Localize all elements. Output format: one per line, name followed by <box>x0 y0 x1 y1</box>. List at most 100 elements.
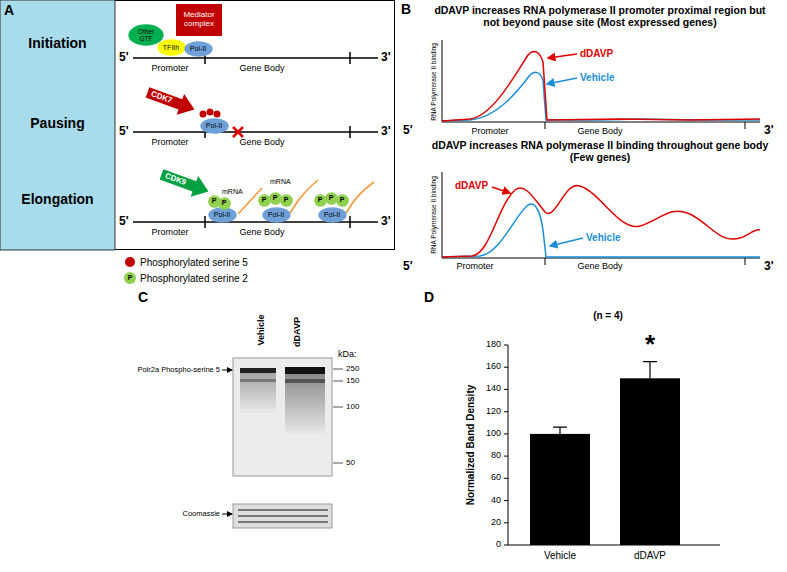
blot-band <box>285 367 325 374</box>
label-text: Gene Body <box>239 138 284 148</box>
ellipse-shape <box>262 207 290 223</box>
node-text: Other GTF <box>136 28 156 42</box>
bar <box>530 434 590 545</box>
label-text: Vehicle <box>544 550 576 561</box>
label-text: Promoter <box>456 262 493 272</box>
label-text: P <box>128 274 133 282</box>
plot-axes <box>442 40 760 122</box>
vehicle-trace <box>442 72 760 121</box>
label-text: C <box>138 290 148 305</box>
phospho-ser5-dot <box>207 109 214 116</box>
pointer-arrow <box>547 78 577 84</box>
phospho-ser5-dot <box>214 111 221 118</box>
label-text: 20 <box>491 518 501 528</box>
blot-band <box>240 368 276 373</box>
bar <box>620 378 680 545</box>
arrow-shape <box>158 164 213 202</box>
phospho-circle: P <box>314 194 327 207</box>
label-text: mRNA <box>270 178 291 186</box>
label-text: 250 <box>346 365 359 374</box>
rect-shape <box>0 0 115 250</box>
node-text: P <box>284 196 289 204</box>
label-text: Promoter <box>151 138 188 148</box>
coomassie-strip <box>233 504 332 528</box>
label-text: dDAVP <box>293 317 303 347</box>
mediator-box: Mediator complex <box>176 4 222 36</box>
label-text: 160 <box>486 362 501 372</box>
node-text: Initiation <box>0 36 115 51</box>
label-text: 40 <box>491 496 501 506</box>
label-text: 60 <box>491 473 501 483</box>
ladder-marks <box>333 369 343 463</box>
label-text: mRNA <box>222 188 243 196</box>
node-text: Pol-II <box>214 211 230 219</box>
boundary-ticks <box>205 52 350 228</box>
label-text: 3' <box>381 125 391 138</box>
polymerase-ellipse: Pol-II <box>262 207 291 223</box>
ellipse-shape <box>314 194 327 207</box>
phospho-ser5-dot <box>200 111 207 118</box>
legend-swatch <box>125 257 135 267</box>
gtf-ellipse: Other GTF <box>128 24 164 46</box>
lane-smear <box>285 374 325 434</box>
phospho-circle: P <box>258 194 271 207</box>
legend-text: Phosphorylated serine 5 <box>140 257 248 268</box>
label-text: 3' <box>764 260 774 273</box>
label-text: 5' <box>119 125 129 138</box>
label-text: B <box>401 2 411 17</box>
label-text: 5' <box>119 51 129 64</box>
label-text: RNA Polymerase II binding <box>430 43 437 121</box>
gene-line <box>133 131 378 133</box>
label-text: dDAVP <box>580 48 613 59</box>
ellipse-shape <box>258 194 271 207</box>
pointer-arrow <box>550 238 583 246</box>
polymerase-ellipse: Pol-II <box>318 207 347 223</box>
node-text: TFIIh <box>163 44 179 52</box>
error-bar <box>643 362 657 379</box>
ddavp-trace <box>442 185 760 257</box>
ellipse-shape <box>208 207 236 223</box>
ellipse-shape <box>280 194 293 207</box>
label-text: 5' <box>119 215 129 228</box>
error-bar <box>553 427 567 434</box>
label-text: dDAVP increases RNA polymerase II bindin… <box>430 140 770 163</box>
label-text: dDAVP <box>634 550 666 561</box>
phospho-circle: P <box>325 192 338 205</box>
mrna-strand <box>290 180 318 213</box>
polymerase-ellipse: Pol-II <box>184 41 213 57</box>
node-text: P <box>340 196 345 204</box>
ddavp-trace <box>442 51 760 121</box>
label-text: 50 <box>346 459 355 468</box>
pause-cross <box>233 127 243 137</box>
chart-axes <box>508 345 720 545</box>
phospho-circle: P <box>336 194 349 207</box>
node-text: P <box>329 194 334 202</box>
node-text: P <box>262 196 267 204</box>
label-text: 0 <box>496 540 501 550</box>
label-text: kDa: <box>338 350 357 360</box>
label-text: 180 <box>486 340 501 350</box>
lane-smear <box>240 373 276 413</box>
rect-shape <box>176 4 222 36</box>
label-text: Polr2a Phospho-serine 5 <box>137 366 220 374</box>
label-text: Vehicle <box>580 72 614 83</box>
label-text: dDAVP increases RNA polymerase II promot… <box>430 5 770 28</box>
node-text: P <box>318 196 323 204</box>
ellipse-shape <box>269 192 282 205</box>
label-text: Promoter <box>471 127 508 137</box>
ellipse-shape <box>157 39 185 56</box>
pointer-arrow <box>222 370 232 371</box>
polymerase-ellipse: Pol-II <box>200 118 229 134</box>
ellipse-shape <box>336 194 349 207</box>
kinase-arrow: CDK9 <box>158 164 213 202</box>
coomassie-bands <box>238 510 328 522</box>
gene-line <box>133 221 378 223</box>
region-ticks <box>545 258 745 265</box>
kinase-arrow: CDK7 <box>144 82 199 120</box>
plot-axes <box>442 172 760 258</box>
label-text: 3' <box>764 124 774 137</box>
node-text: P <box>273 194 278 202</box>
node-text: P <box>222 199 227 207</box>
